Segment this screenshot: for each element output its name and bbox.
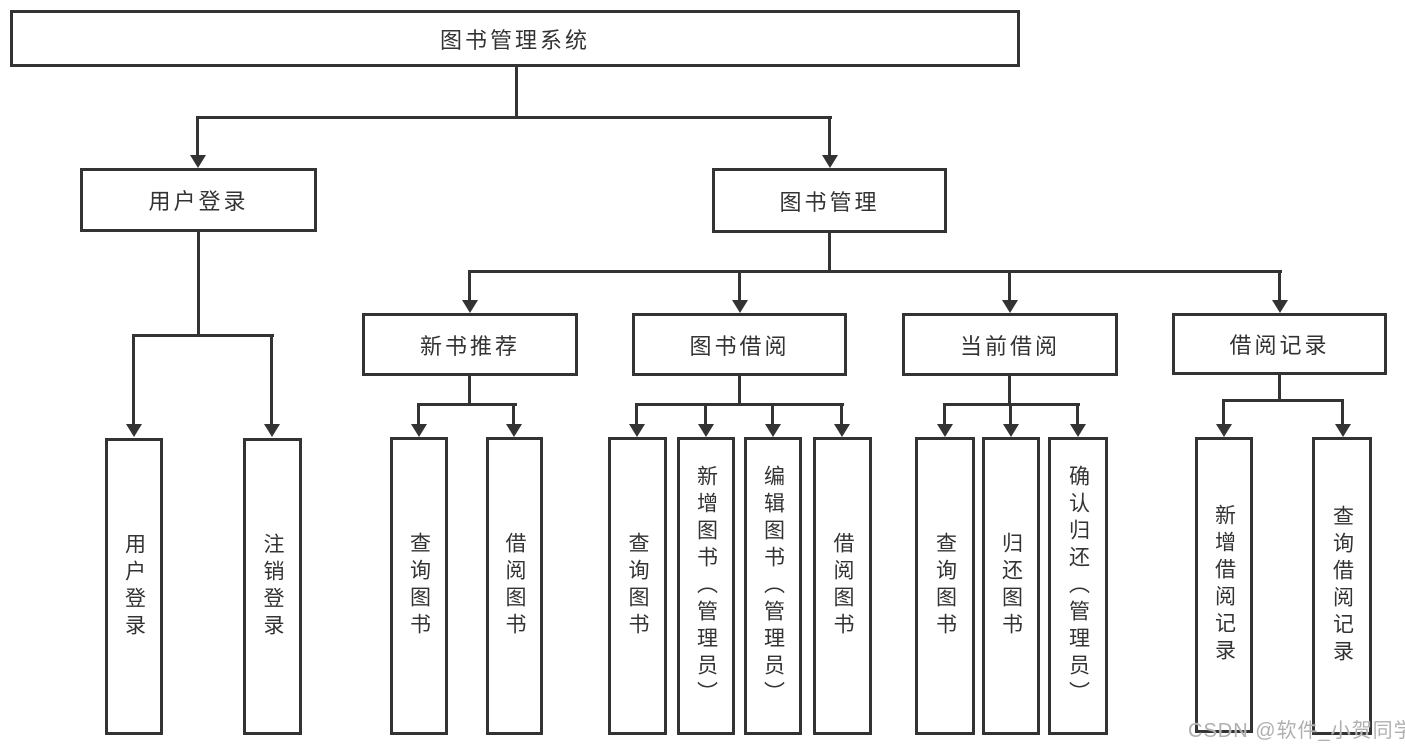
arrow-down-icon <box>462 300 478 313</box>
arrow-down-icon <box>732 300 748 313</box>
arrow-down-icon <box>1003 424 1019 437</box>
connector-line <box>1076 403 1079 425</box>
connector-line <box>943 403 946 425</box>
leaf-query-borrow-record: 查询借阅记录 <box>1312 437 1372 735</box>
connector-line <box>196 116 832 119</box>
node-current-borrow-label: 当前借阅 <box>959 333 1060 359</box>
arrow-down-icon <box>411 424 427 437</box>
connector-line <box>197 232 200 337</box>
leaf-user-login-label: 用户登录 <box>122 532 146 641</box>
connector-line <box>417 403 420 425</box>
leaf-query-books-newbook: 查询图书 <box>390 437 448 735</box>
arrow-down-icon <box>937 424 953 437</box>
leaf-edit-book-admin-label: 编辑图书（管理员） <box>761 464 785 708</box>
connector-line <box>1278 270 1281 301</box>
node-root-label: 图书管理系统 <box>439 27 590 53</box>
leaf-add-book-admin-label: 新增图书（管理员） <box>694 464 718 708</box>
connector-line <box>840 403 843 425</box>
connector-line <box>1222 399 1344 402</box>
connector-line <box>1278 375 1281 402</box>
connector-line <box>635 403 844 406</box>
node-book-management-label: 图书管理 <box>779 189 880 215</box>
connector-line <box>196 116 199 156</box>
arrow-down-icon <box>1335 424 1351 437</box>
connector-line <box>1341 399 1344 425</box>
leaf-confirm-return-admin: 确认归还（管理员） <box>1048 437 1108 735</box>
arrow-down-icon <box>1272 300 1288 313</box>
connector-line <box>512 403 515 425</box>
connector-line <box>132 334 274 337</box>
node-new-book-recommend: 新书推荐 <box>362 313 578 376</box>
leaf-edit-book-admin: 编辑图书（管理员） <box>744 437 802 735</box>
node-book-borrow-label: 图书借阅 <box>689 333 790 359</box>
leaf-borrow-books-borrow: 借阅图书 <box>813 437 872 735</box>
node-user-login-label: 用户登录 <box>148 189 249 214</box>
csdn-watermark: CSDN @软件_小贺同学 <box>1188 720 1405 742</box>
leaf-add-book-admin: 新增图书（管理员） <box>677 437 735 735</box>
arrow-down-icon <box>765 424 781 437</box>
connector-line <box>704 403 707 425</box>
arrow-down-icon <box>264 424 280 437</box>
node-borrow-records: 借阅记录 <box>1172 313 1387 375</box>
connector-line <box>515 66 518 119</box>
arrow-down-icon <box>190 155 206 168</box>
node-current-borrow: 当前借阅 <box>902 313 1118 376</box>
leaf-borrow-books-borrow-label: 借阅图书 <box>831 532 854 640</box>
connector-line <box>1009 403 1012 425</box>
connector-line <box>468 270 1282 273</box>
leaf-return-book: 归还图书 <box>982 437 1040 735</box>
connector-line <box>635 403 638 425</box>
connector-line <box>1008 270 1011 301</box>
leaf-user-login: 用户登录 <box>105 438 163 735</box>
arrow-down-icon <box>834 424 850 437</box>
connector-line <box>468 376 471 406</box>
leaf-query-books-borrow: 查询图书 <box>608 437 667 735</box>
leaf-query-borrow-record-label: 查询借阅记录 <box>1330 505 1354 667</box>
arrow-down-icon <box>506 424 522 437</box>
node-root: 图书管理系统 <box>10 10 1020 67</box>
arrow-down-icon <box>698 424 714 437</box>
connector-line <box>738 270 741 301</box>
node-new-book-recommend-label: 新书推荐 <box>419 333 520 359</box>
connector-line <box>828 233 831 273</box>
connector-line <box>1222 399 1225 425</box>
arrow-down-icon <box>1216 424 1232 437</box>
node-book-borrow: 图书借阅 <box>632 313 847 376</box>
arrow-down-icon <box>1070 424 1086 437</box>
arrow-down-icon <box>1002 300 1018 313</box>
leaf-confirm-return-admin-label: 确认归还（管理员） <box>1066 464 1090 708</box>
node-user-login: 用户登录 <box>80 168 317 232</box>
connector-line <box>771 403 774 425</box>
leaf-borrow-books-newbook: 借阅图书 <box>486 437 543 735</box>
leaf-query-books-newbook-label: 查询图书 <box>407 532 431 640</box>
connector-line <box>132 334 135 425</box>
connector-line <box>417 403 517 406</box>
connector-line <box>1008 376 1011 406</box>
connector-line <box>468 270 471 301</box>
connector-line <box>828 116 831 156</box>
node-borrow-records-label: 借阅记录 <box>1229 333 1330 358</box>
node-book-management: 图书管理 <box>712 168 947 233</box>
leaf-return-book-label: 归还图书 <box>999 532 1023 640</box>
leaf-query-books-current: 查询图书 <box>915 437 975 735</box>
connector-line <box>738 376 741 406</box>
leaf-add-borrow-record-label: 新增借阅记录 <box>1212 504 1236 666</box>
leaf-query-books-current-label: 查询图书 <box>933 532 957 640</box>
connector-line <box>270 334 273 425</box>
leaf-add-borrow-record: 新增借阅记录 <box>1195 437 1253 733</box>
leaf-borrow-books-newbook-label: 借阅图书 <box>503 532 526 640</box>
arrow-down-icon <box>822 155 838 168</box>
arrow-down-icon <box>629 424 645 437</box>
leaf-logout-label: 注销登录 <box>261 532 284 641</box>
leaf-logout: 注销登录 <box>243 438 302 735</box>
arrow-down-icon <box>126 424 142 437</box>
leaf-query-books-borrow-label: 查询图书 <box>626 532 649 640</box>
